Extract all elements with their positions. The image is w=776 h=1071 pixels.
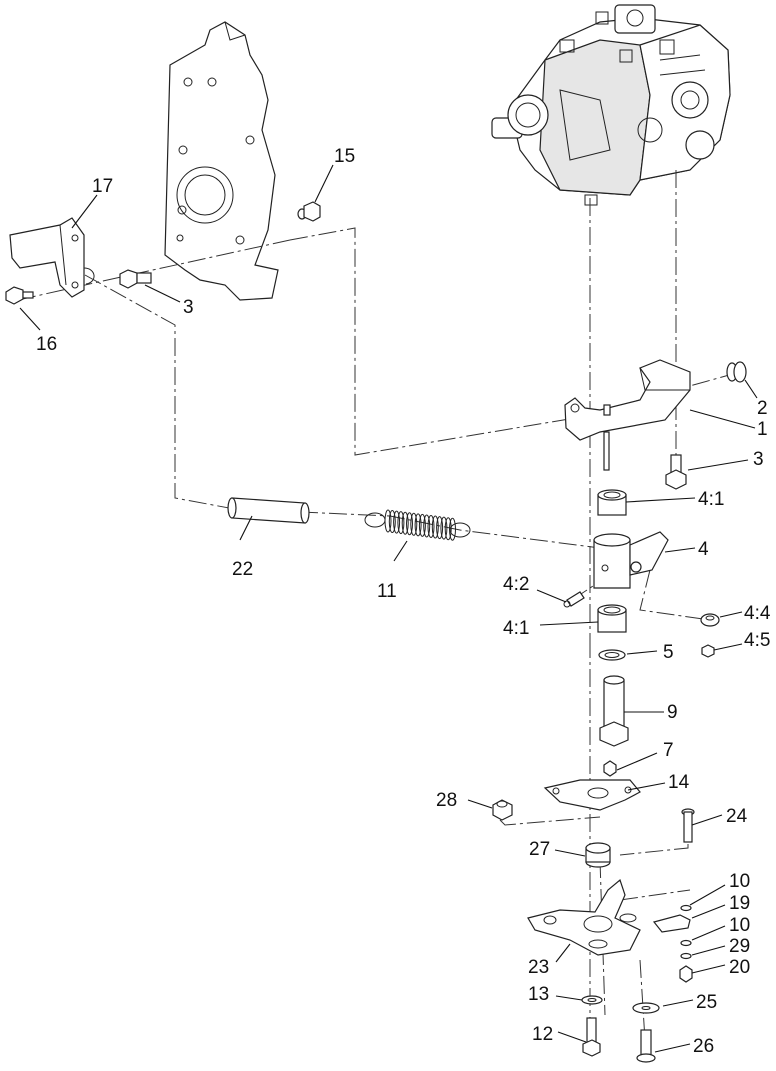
bolt-12-part bbox=[582, 1017, 601, 1057]
callout-labels: 17 15 16 3 2 1 3 4:1 4 4:2 4:1 4:4 4:5 5… bbox=[36, 146, 771, 1057]
link-hardware-part bbox=[652, 904, 693, 983]
spring-coil bbox=[423, 514, 431, 538]
spring-coil bbox=[427, 515, 435, 538]
bolt-3-right-part bbox=[665, 454, 687, 490]
callout-4-1-lower: 4:1 bbox=[503, 618, 529, 639]
callout-26: 26 bbox=[693, 1036, 714, 1057]
nut-4-5-part bbox=[701, 644, 715, 658]
spring-coil bbox=[414, 513, 422, 537]
callout-5: 5 bbox=[663, 642, 674, 663]
callout-20: 20 bbox=[729, 957, 750, 978]
callout-17: 17 bbox=[92, 176, 113, 197]
spacer-27-part bbox=[585, 842, 611, 868]
callout-22: 22 bbox=[232, 559, 253, 580]
assembly-centerlines bbox=[17, 170, 741, 1041]
plate-14-part bbox=[543, 779, 641, 811]
callout-23: 23 bbox=[528, 957, 549, 978]
nut-7-part bbox=[603, 760, 617, 777]
callout-4: 4 bbox=[698, 539, 709, 560]
callout-11: 11 bbox=[377, 581, 397, 602]
callout-14: 14 bbox=[668, 772, 690, 793]
bolt-16-part bbox=[5, 286, 34, 305]
callout-13: 13 bbox=[528, 984, 549, 1005]
washer-25-part bbox=[632, 1002, 660, 1014]
callout-4-5: 4:5 bbox=[744, 630, 770, 651]
hydraulic-pump-icon bbox=[491, 4, 731, 206]
extension-spring-icon bbox=[364, 509, 471, 541]
nut-28-part bbox=[492, 799, 513, 821]
grease-fitting-4-2-part bbox=[563, 591, 585, 608]
callout-10-top: 10 bbox=[729, 871, 750, 892]
spring-coil bbox=[406, 512, 413, 536]
callout-10-lower: 10 bbox=[729, 915, 750, 936]
callout-24: 24 bbox=[726, 806, 748, 827]
callout-3-left: 3 bbox=[183, 297, 194, 318]
callout-16: 16 bbox=[36, 334, 57, 355]
spring-coil bbox=[431, 515, 439, 539]
bearing-4-4-part bbox=[700, 613, 720, 627]
shaft-9-part bbox=[599, 675, 629, 747]
bushing-4-1-top-part bbox=[597, 489, 627, 516]
pin-shaft-part bbox=[603, 431, 610, 471]
bolt-24-part bbox=[681, 808, 695, 843]
callout-3-right: 3 bbox=[753, 449, 764, 470]
callout-12: 12 bbox=[532, 1024, 553, 1045]
spring-coil bbox=[440, 516, 448, 540]
bolt-3-left-part bbox=[119, 269, 152, 289]
callout-27: 27 bbox=[529, 839, 550, 860]
arm-assembly-4-part bbox=[593, 531, 669, 589]
washer-5-part bbox=[598, 649, 626, 661]
callout-29: 29 bbox=[729, 936, 750, 957]
spring-coil bbox=[388, 510, 396, 534]
spring-coil bbox=[397, 511, 405, 535]
plate-23-part bbox=[527, 878, 641, 956]
bolt-26-part bbox=[636, 1029, 656, 1063]
callout-19: 19 bbox=[729, 893, 750, 914]
callout-7: 7 bbox=[663, 740, 674, 761]
washer-13-part bbox=[581, 995, 603, 1005]
callout-28: 28 bbox=[436, 790, 457, 811]
callout-4-4: 4:4 bbox=[744, 603, 771, 624]
spring-coil bbox=[444, 517, 452, 541]
spring-coil bbox=[436, 516, 444, 540]
spring-coil bbox=[418, 513, 426, 537]
callout-2: 2 bbox=[757, 398, 768, 419]
control-bracket-1-part bbox=[564, 359, 691, 441]
spring-coil bbox=[410, 512, 418, 536]
callout-15: 15 bbox=[334, 146, 355, 167]
spacer-tube-22-part bbox=[227, 497, 310, 524]
bushing-4-1-lower-part bbox=[597, 604, 627, 633]
callout-4-2: 4:2 bbox=[503, 574, 529, 595]
washer-2-part bbox=[726, 361, 747, 383]
mounting-plate-icon bbox=[164, 21, 279, 301]
callout-25: 25 bbox=[696, 992, 717, 1013]
spring-coil bbox=[384, 509, 392, 533]
callout-4-1-top: 4:1 bbox=[698, 489, 724, 510]
nut-15-part bbox=[297, 201, 321, 222]
spring-coil bbox=[401, 511, 409, 535]
callout-1: 1 bbox=[757, 419, 768, 440]
spring-coil bbox=[393, 510, 401, 534]
leader-lines bbox=[19, 164, 758, 1053]
callout-9: 9 bbox=[667, 702, 678, 723]
spring-coil bbox=[449, 517, 456, 541]
pivot-bracket-part bbox=[9, 217, 95, 298]
